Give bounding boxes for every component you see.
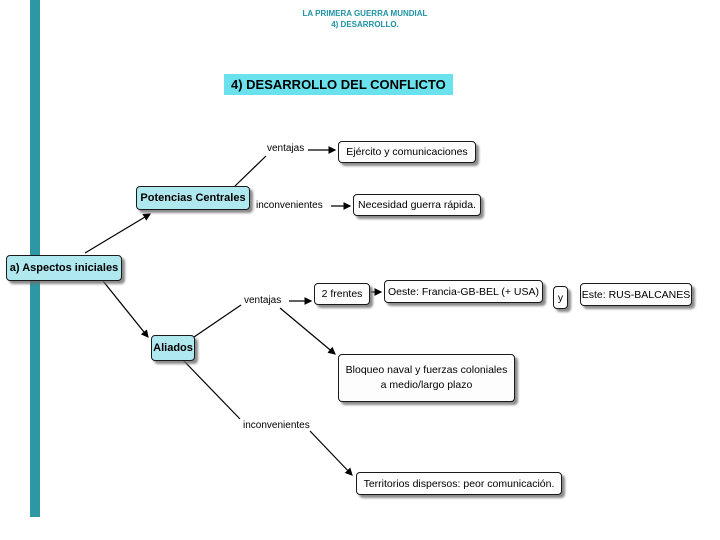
- label-potencias-inconvenientes: inconvenientes: [256, 200, 323, 211]
- header-line-2: 4) DESARROLLO.: [331, 20, 399, 29]
- connector-aspectos-potencias: [84, 213, 152, 254]
- label-potencias-ventajas: ventajas: [267, 143, 305, 154]
- slide-header: LA PRIMERA GUERRA MUNDIAL 4) DESARROLLO.: [240, 8, 490, 30]
- label-aliados-ventajas: ventajas: [244, 295, 282, 306]
- box-necesidad-guerra-rapida: Necesidad guerra rápida.: [353, 194, 481, 216]
- connector-aspectos-aliados: [102, 280, 149, 338]
- bloqueo-line-2: a medio/largo plazo: [380, 379, 473, 391]
- bloqueo-line-1: Bloqueo naval y fuerzas coloniales: [345, 364, 508, 376]
- connector-potencias-ventajas: [234, 155, 267, 187]
- box-oeste: Oeste: Francia-GB-BEL (+ USA): [384, 280, 543, 303]
- box-bloqueo-naval: Bloqueo naval y fuerzas coloniales a med…: [338, 354, 515, 402]
- connector-inconvenientes-territorios: [309, 430, 353, 476]
- node-potencias-centrales: Potencias Centrales: [136, 186, 250, 210]
- box-este: Este: RUS-BALCANES: [580, 283, 692, 306]
- box-2-frentes: 2 frentes: [314, 283, 370, 305]
- connector-ventajas-bloqueo: [279, 307, 336, 355]
- header-line-1: LA PRIMERA GUERRA MUNDIAL: [302, 9, 428, 18]
- box-conjuncion-y: y: [553, 286, 568, 309]
- connector-aliados-ventajas: [193, 304, 242, 338]
- box-territorios-dispersos: Territorios dispersos: peor comunicación…: [356, 472, 562, 495]
- box-ejercito-comunicaciones: Ejército y comunicaciones: [338, 141, 476, 163]
- page-title: 4) DESARROLLO DEL CONFLICTO: [224, 74, 453, 95]
- connector-aliados-inconvenientes: [182, 359, 241, 420]
- label-aliados-inconvenientes: inconvenientes: [243, 420, 310, 431]
- node-aliados: Aliados: [151, 335, 195, 361]
- node-aspectos-iniciales: a) Aspectos iniciales: [6, 255, 122, 281]
